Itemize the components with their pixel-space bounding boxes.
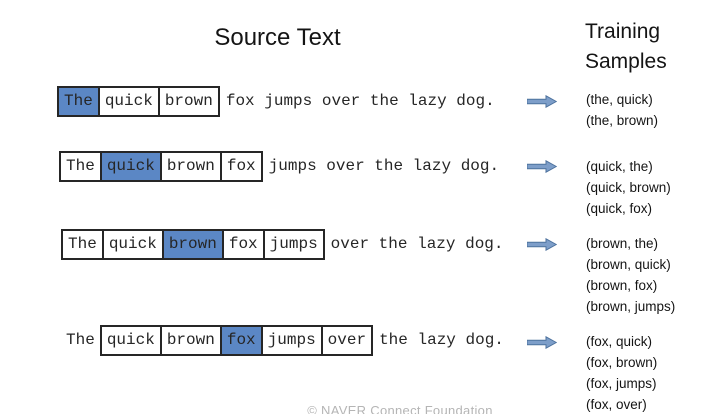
context-word-box: fox	[221, 229, 265, 260]
context-word-box: jumps	[262, 229, 325, 260]
sentence-row-3: The quick brown fox jumps over the lazy …	[61, 229, 504, 260]
sentence-row-2: The quick brown fox jumps over the lazy …	[59, 151, 499, 182]
context-word-box: fox	[219, 151, 263, 182]
training-samples-heading: Training Samples	[585, 17, 667, 77]
training-sample: (quick, the)	[586, 159, 653, 174]
sentence-text: The	[66, 331, 95, 349]
context-word-box: brown	[159, 325, 222, 356]
sentence-text: fox jumps over the lazy dog.	[225, 92, 495, 110]
copyright-footer: © NAVER Connect Foundation	[307, 403, 493, 414]
context-word-box: quick	[101, 229, 164, 260]
center-word-box: The	[57, 86, 100, 117]
context-word-box: The	[61, 229, 104, 260]
context-word-box: The	[59, 151, 102, 182]
training-samples-heading-line1: Training	[585, 20, 661, 43]
training-samples-list-4: (fox, quick) (fox, brown) (fox, jumps) (…	[586, 331, 657, 414]
training-samples-list-2: (quick, the) (quick, brown) (quick, fox)	[586, 156, 671, 219]
sentence-text: over the lazy dog.	[330, 235, 504, 253]
training-sample: (fox, quick)	[586, 334, 653, 349]
training-sample: (quick, fox)	[586, 201, 653, 216]
context-word-box: over	[320, 325, 374, 356]
training-sample: (the, quick)	[586, 92, 653, 107]
training-sample: (fox, over)	[586, 397, 647, 412]
center-word-box: brown	[161, 229, 224, 260]
training-samples-heading-line2: Samples	[585, 50, 667, 73]
sentence-row-1: The quick brown fox jumps over the lazy …	[57, 86, 495, 117]
training-samples-list-1: (the, quick) (the, brown)	[586, 89, 658, 131]
training-sample: (brown, fox)	[586, 278, 658, 293]
training-sample: (brown, the)	[586, 236, 659, 251]
training-sample: (brown, jumps)	[586, 299, 676, 314]
source-text-title: Source Text	[214, 24, 341, 51]
arrow-right-icon	[527, 95, 557, 108]
arrow-right-icon	[527, 160, 557, 173]
context-word-box: brown	[159, 151, 222, 182]
center-word-box: quick	[99, 151, 162, 182]
training-samples-list-3: (brown, the) (brown, quick) (brown, fox)…	[586, 233, 675, 317]
center-word-box: fox	[219, 325, 263, 356]
training-sample: (quick, brown)	[586, 180, 671, 195]
context-word-box: quick	[99, 325, 162, 356]
training-sample: (the, brown)	[586, 113, 659, 128]
sentence-text: jumps over the lazy dog.	[268, 157, 500, 175]
arrow-right-icon	[527, 336, 557, 349]
context-word-box: quick	[97, 86, 160, 117]
sentence-text: the lazy dog.	[379, 331, 504, 349]
training-sample: (fox, jumps)	[586, 376, 657, 391]
training-sample: (fox, brown)	[586, 355, 658, 370]
training-sample: (brown, quick)	[586, 257, 671, 272]
context-word-box: brown	[157, 86, 220, 117]
arrow-right-icon	[527, 238, 557, 251]
sentence-row-4: The quick brown fox jumps over the lazy …	[66, 325, 504, 356]
context-word-box: jumps	[260, 325, 323, 356]
